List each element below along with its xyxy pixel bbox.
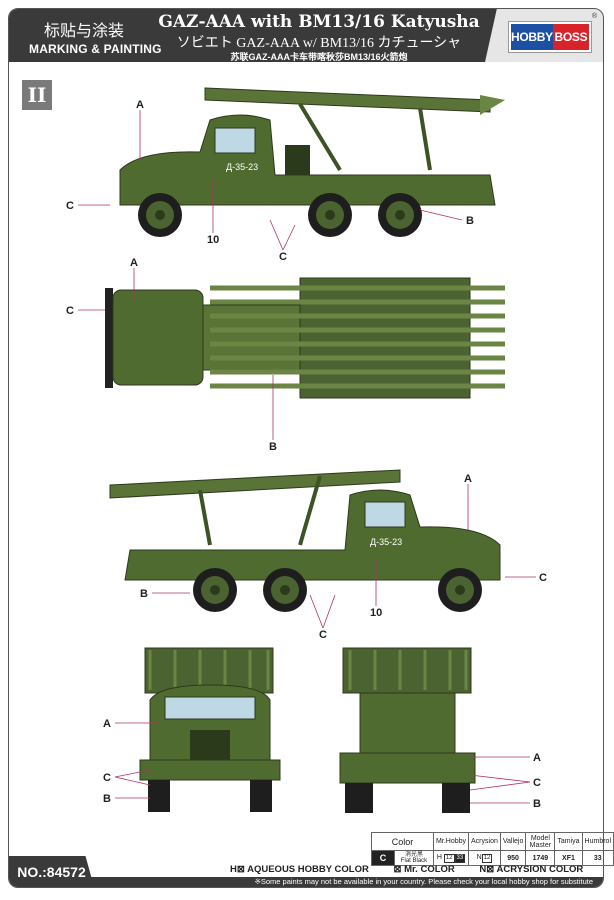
callout-label: B (269, 441, 277, 453)
tactical-number: Д-35-23 (226, 162, 258, 172)
rocket-rails (204, 87, 505, 172)
paint-table: Color Mr.Hobby Acrysion Vallejo Model Ma… (370, 832, 614, 866)
side-view-left: Д-35-23 (109, 469, 501, 612)
jp-title: ソビエト GAZ-AAA w/ BM13/16 カチューシャ (176, 36, 462, 51)
callout-label: A (130, 257, 138, 269)
header-color: Color (370, 832, 435, 851)
callout-label: A (464, 473, 472, 485)
legend-mr-color: ⊠ Mr. COLOR (393, 864, 455, 875)
acrysion-prefix: N (476, 853, 482, 861)
zh-title: 标贴与涂装 (44, 23, 125, 40)
callout-label: C (533, 777, 541, 789)
header-model-master: Model Master (525, 832, 556, 851)
callout-label: B (103, 793, 111, 805)
callout-label: C (319, 629, 327, 641)
windshield (214, 127, 256, 154)
callout-label: C (66, 200, 74, 212)
tactical-number: Д-35-23 (370, 537, 402, 547)
header-vallejo: Vallejo (499, 832, 527, 851)
paint-legend: H⊠ AQUEOUS HOBBY COLOR ⊠ Mr. COLOR N⊠ AC… (230, 864, 605, 875)
registered-mark: ® (591, 13, 597, 20)
legend-acrysion: N⊠ ACRYSION COLOR (479, 864, 584, 875)
cn-subtitle: 苏联GAZ-AAA卡车带喀秋莎BM13/16火箭炮 (230, 52, 408, 62)
scheme-badge: II (22, 80, 52, 110)
callout-label: B (533, 798, 541, 810)
mrhobby-prefix: H (436, 853, 442, 861)
top-view (105, 277, 505, 399)
page-title: GAZ-AAA with BM13/16 Katyusha (158, 12, 480, 32)
side-view-right: Д-35-23 (119, 87, 505, 237)
header-humbrol: Humbrol (581, 832, 614, 851)
callout-label: A (103, 718, 111, 730)
availability-note: ※Some paints may not be available in you… (89, 877, 603, 887)
tamiya-value: XF1 (554, 850, 583, 866)
header-acrysion: Acrysion (468, 832, 501, 851)
color-name-en: Flat Black (400, 858, 428, 864)
callout-label: C (539, 572, 547, 584)
mrhobby-aqueous: 12 (443, 853, 455, 863)
callout-label: B (140, 588, 148, 600)
callout-label: C (66, 305, 74, 317)
logo-panel: HOBBY BOSS ® (485, 9, 603, 62)
callout-label: A (136, 99, 144, 111)
front-view (139, 647, 281, 812)
legend-aqueous: H⊠ AQUEOUS HOBBY COLOR (230, 864, 369, 875)
page-frame (8, 8, 604, 888)
en-title: MARKING & PAINTING (29, 42, 162, 56)
callout-label: 10 (370, 607, 382, 619)
callout-label: A (533, 752, 541, 764)
rear-view (339, 647, 476, 813)
callout-label: C (103, 772, 111, 784)
callout-label: B (466, 215, 474, 227)
logo-right: BOSS (552, 24, 589, 50)
callout-lines (78, 110, 536, 804)
footer: ※Some paints may not be available in you… (9, 856, 603, 887)
color-name-zh: 消光黑 (405, 852, 424, 858)
color-code: C (371, 850, 395, 866)
header: 标贴与涂装 MARKING & PAINTING GAZ-AAA with BM… (9, 9, 603, 62)
product-number: NO.:84572 (9, 856, 94, 887)
callout-label: 10 (207, 234, 219, 246)
logo-left: HOBBY (511, 24, 553, 50)
humbrol-value: 33 (581, 850, 614, 866)
mrhobby-color: 33 (454, 853, 466, 863)
header-mrhobby: Mr.Hobby (433, 832, 470, 851)
callout-label: C (279, 251, 287, 263)
header-tamiya: Tamiya (554, 832, 583, 851)
acrysion-value: 12 (481, 853, 493, 863)
hobbyboss-logo: HOBBY BOSS (508, 21, 592, 53)
